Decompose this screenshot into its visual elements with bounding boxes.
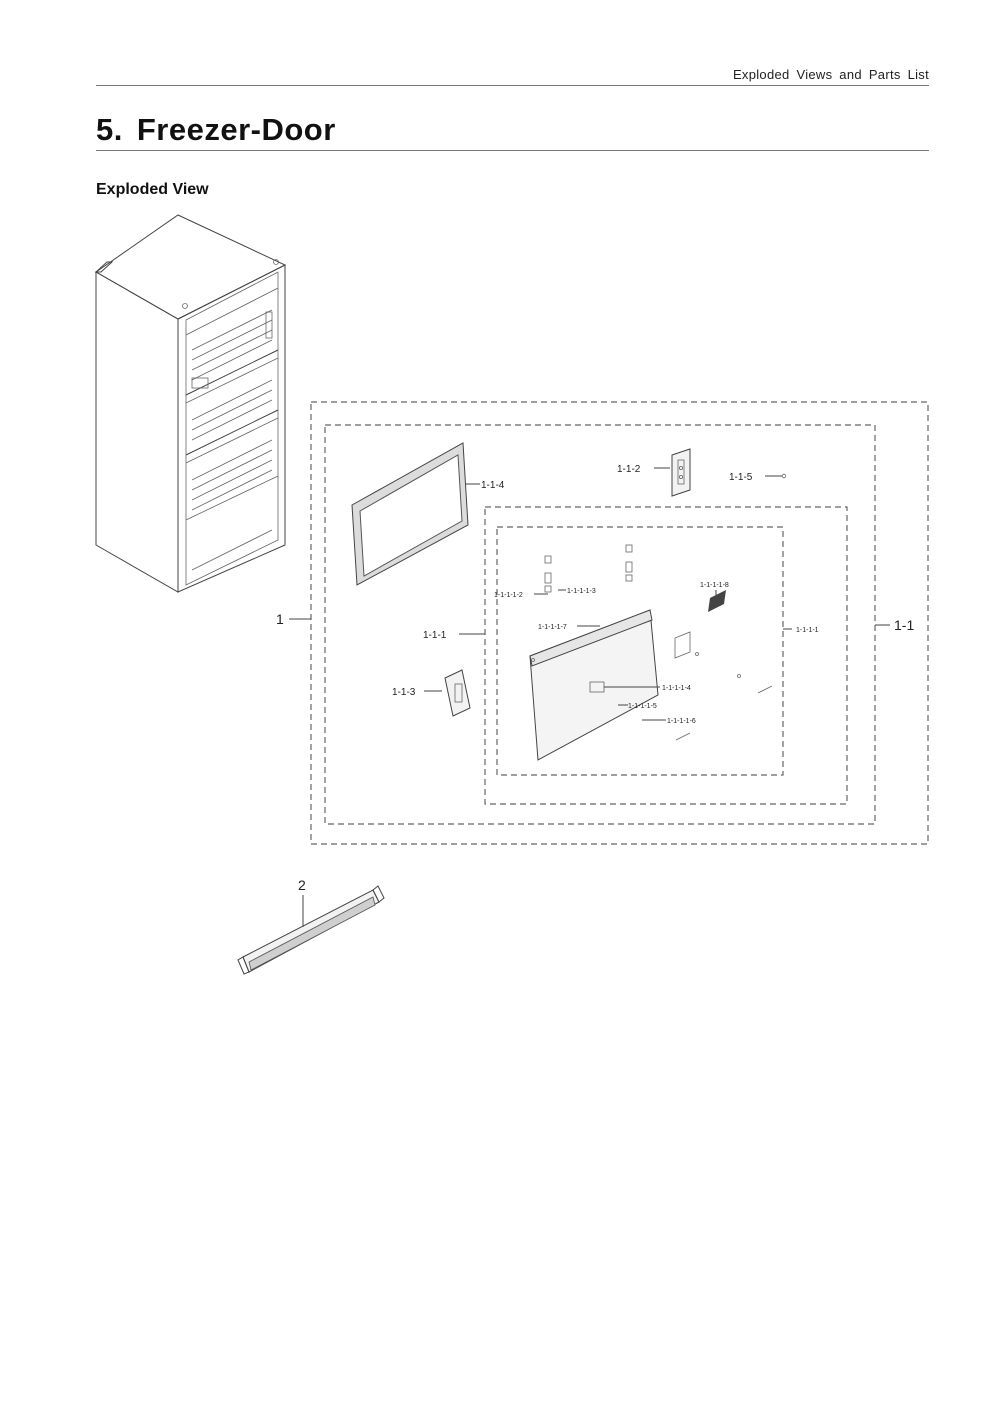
callout-1-1-1-1-8: 1-1-1-1-8 bbox=[700, 582, 729, 589]
callout-1: 1 bbox=[276, 611, 284, 627]
group-box-1-1-1-1 bbox=[496, 526, 784, 776]
upper-hinge-drawing bbox=[671, 448, 691, 497]
door-screws-drawing bbox=[544, 544, 633, 593]
refrigerator-cabinet-drawing bbox=[94, 214, 287, 593]
callout-1-1-5: 1-1-5 bbox=[729, 472, 753, 483]
lower-hinge-drawing bbox=[444, 669, 471, 717]
running-header-text: Exploded Views and Parts List bbox=[732, 67, 929, 82]
callout-1-1-1-1-3: 1-1-1-1-3 bbox=[567, 588, 596, 595]
callout-1-1: 1-1 bbox=[894, 617, 914, 633]
door-panel-drawing bbox=[529, 590, 773, 761]
group-box-1-1 bbox=[324, 424, 876, 825]
callout-1-1-1-1-7: 1-1-1-1-7 bbox=[538, 624, 567, 631]
sub-heading: Exploded View bbox=[96, 181, 209, 198]
callout-1-1-1-1-5: 1-1-1-1-5 bbox=[628, 703, 657, 710]
callout-1-1-1-1-2: 1-1-1-1-2 bbox=[494, 592, 523, 599]
door-handle-drawing bbox=[237, 885, 385, 975]
group-box-1-1-1 bbox=[484, 506, 848, 805]
callout-1-1-1: 1-1-1 bbox=[423, 630, 447, 641]
section-number: 5. bbox=[96, 112, 123, 147]
callout-1-1-1-1: 1-1-1-1 bbox=[796, 627, 819, 634]
callout-2: 2 bbox=[298, 877, 306, 893]
callout-1-1-1-1-4: 1-1-1-1-4 bbox=[662, 685, 691, 692]
running-header: Exploded Views and Parts List bbox=[96, 66, 929, 86]
callout-1-1-1-1-6: 1-1-1-1-6 bbox=[667, 718, 696, 725]
gasket-drawing bbox=[351, 442, 469, 586]
page-title: 5. Freezer-Door bbox=[96, 110, 929, 151]
callout-1-1-2: 1-1-2 bbox=[617, 464, 641, 475]
section-title-text: Freezer-Door bbox=[136, 112, 336, 147]
callout-1-1-4: 1-1-4 bbox=[481, 480, 505, 491]
callout-1-1-3: 1-1-3 bbox=[392, 687, 416, 698]
